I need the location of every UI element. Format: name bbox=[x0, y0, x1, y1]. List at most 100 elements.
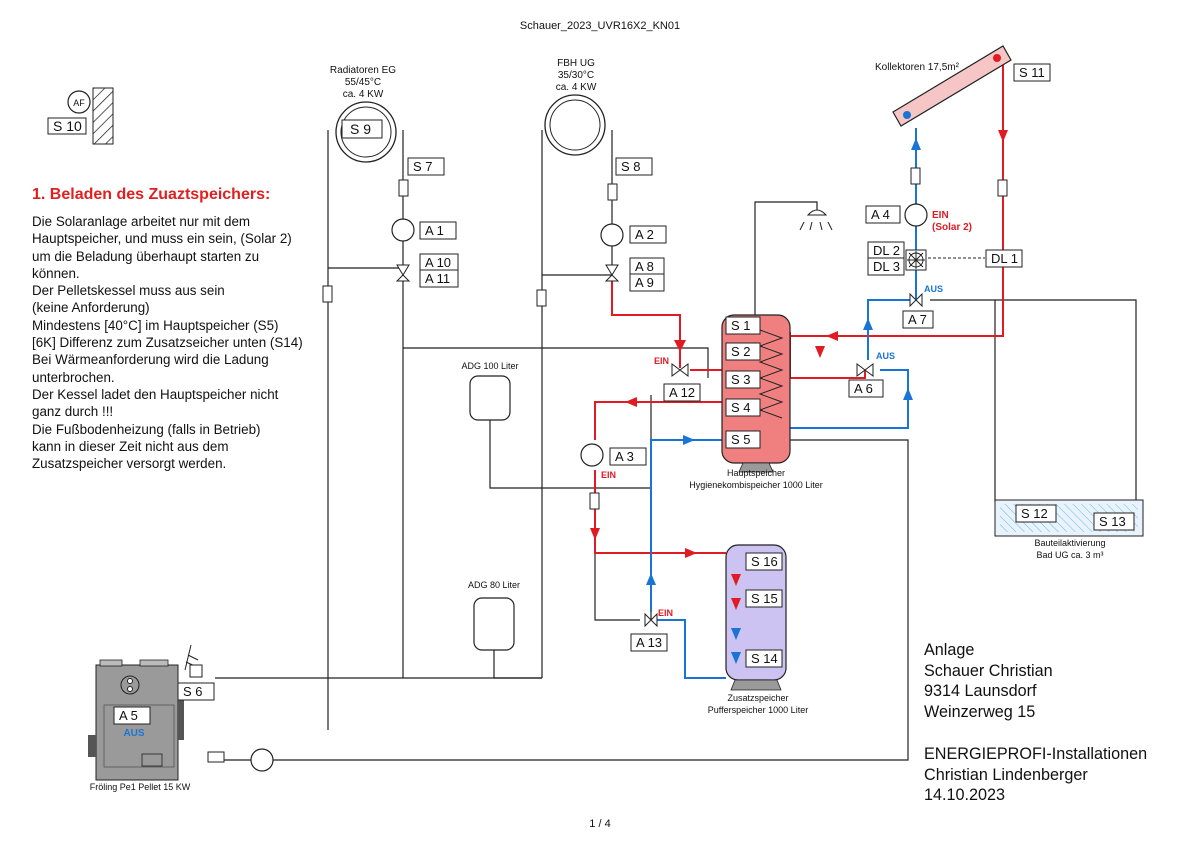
plant-line: Schauer Christian bbox=[924, 661, 1053, 680]
valve-a12 bbox=[663, 383, 701, 402]
info-line: Der Kessel ladet den Hauptspeicher nicht bbox=[32, 386, 279, 402]
valve-a10-text: A 10 bbox=[425, 255, 451, 270]
pump-a4-text: A 4 bbox=[871, 207, 890, 222]
pump-a3 bbox=[609, 447, 647, 466]
flow-arrows-hot bbox=[590, 130, 1008, 558]
sensor-s3-text: S 3 bbox=[731, 372, 751, 387]
info-line: Die Solaranlage arbeitet nur mit dem bbox=[32, 214, 251, 229]
info-line: können. bbox=[32, 265, 80, 281]
sensor-s13 bbox=[1093, 512, 1135, 531]
sensor-s9: S 9 bbox=[350, 121, 371, 137]
sensor-s16-text: S 16 bbox=[751, 554, 778, 569]
installer-line: Christian Lindenberger bbox=[924, 765, 1088, 784]
info-line: Die Fußbodenheizung (falls in Betrieb) bbox=[32, 421, 261, 437]
info-heading: 1. Beladen des Zuaztspeichers: bbox=[32, 186, 271, 203]
sensor-s15-text: S 15 bbox=[751, 591, 778, 606]
diagram-label: Bauteilaktivierung bbox=[1034, 538, 1105, 548]
valve-a11-text: A 11 bbox=[425, 271, 450, 286]
solar-collector bbox=[892, 45, 1012, 127]
sensor-s5-text: S 5 bbox=[731, 432, 751, 447]
info-line: (keine Anforderung) bbox=[32, 300, 150, 316]
plant-line: 9314 Launsdorf bbox=[924, 682, 1037, 700]
sensor-s15 bbox=[745, 589, 783, 608]
a13-state: EIN bbox=[658, 608, 673, 618]
plant-line: Anlage bbox=[924, 641, 975, 659]
sensor-s5 bbox=[725, 430, 761, 449]
sensor-s4 bbox=[725, 398, 761, 417]
boiler-label: Fröling Pe1 Pellet 15 KW bbox=[90, 782, 191, 792]
diagram-label: 55/45°C bbox=[345, 77, 381, 88]
sensor-s11-text: S 11 bbox=[1019, 65, 1045, 80]
sensor-s8-text: S 8 bbox=[621, 159, 641, 174]
sensor-dl1 bbox=[985, 249, 1023, 268]
expansion-vessels bbox=[469, 375, 515, 651]
outdoor-sensor-symbol: AF bbox=[73, 98, 85, 108]
sensor-s12-text: S 12 bbox=[1021, 506, 1048, 521]
plant-line: Weinzerweg 15 bbox=[924, 702, 1036, 721]
info-line: ganz durch !!! bbox=[32, 404, 114, 420]
sensor-s1 bbox=[725, 316, 761, 335]
sensor-s13-text: S 13 bbox=[1099, 514, 1126, 529]
sensor-s10: S 10 bbox=[53, 118, 82, 134]
a3-state: EIN bbox=[601, 470, 616, 480]
sensor-s7 bbox=[407, 157, 445, 176]
sensor-s6 bbox=[177, 682, 215, 701]
pipes-neutral bbox=[215, 130, 1137, 761]
valve-a6 bbox=[848, 379, 884, 398]
flow-meter bbox=[905, 249, 927, 271]
buffer-tank bbox=[725, 544, 787, 691]
diagram-label: 35/30°C bbox=[558, 70, 594, 81]
sensor-s8 bbox=[615, 157, 653, 176]
sensor-s3 bbox=[725, 370, 761, 389]
sensor-s1-text: S 1 bbox=[731, 318, 751, 333]
info-line: Mindestens [40°C] im Hauptspeicher (S5) bbox=[32, 317, 279, 333]
diagram-label: FBH UG bbox=[557, 58, 595, 69]
sensor-s2 bbox=[725, 342, 761, 361]
installer-line: ENERGIEPROFI-Installationen bbox=[924, 745, 1148, 763]
valve-a13-text: A 13 bbox=[636, 635, 662, 650]
info-line: Zusatzspeicher versorgt werden. bbox=[32, 456, 227, 472]
diagram-label: Radiatoren EG bbox=[330, 65, 396, 76]
valve-a9-text: A 9 bbox=[635, 275, 654, 290]
floor-heating-symbol bbox=[544, 94, 606, 156]
pump-a4 bbox=[865, 205, 901, 224]
info-line: Hauptspeicher, und muss ein sein, (Solar… bbox=[32, 231, 292, 247]
diagram-label: Pufferspeicher 1000 Liter bbox=[708, 705, 808, 715]
outdoor-sensor bbox=[47, 87, 114, 145]
pipes-hot bbox=[594, 58, 1004, 554]
page-number: 1 / 4 bbox=[589, 818, 611, 830]
radiator-symbol bbox=[335, 101, 397, 163]
document-title: Schauer_2023_UVR16X2_KN01 bbox=[519, 20, 681, 32]
sensor-s14-text: S 14 bbox=[751, 651, 778, 666]
a5-state: AUS bbox=[123, 728, 144, 739]
pump-a2-text: A 2 bbox=[635, 227, 654, 242]
valve-a8-text: A 8 bbox=[635, 259, 654, 274]
valve-a13 bbox=[630, 633, 668, 652]
sensor-s7-text: S 7 bbox=[413, 159, 433, 174]
diagram-label: Hauptspeicher bbox=[727, 468, 785, 478]
info-text: Die Solaranlage arbeitet nur mit dem Hau… bbox=[32, 213, 303, 472]
a7-state: AUS bbox=[924, 284, 943, 294]
diagram-label: ADG 100 Liter bbox=[461, 361, 518, 371]
check-valves bbox=[207, 167, 1008, 763]
pump-a1-text: A 1 bbox=[425, 223, 444, 238]
diagram-label: Zusatzspeicher bbox=[727, 693, 788, 703]
diagram-label: Hygienekombispeicher 1000 Liter bbox=[689, 480, 823, 490]
sensor-s16 bbox=[745, 552, 783, 571]
sensor-s6-text: S 6 bbox=[183, 684, 203, 699]
sensor-s14 bbox=[745, 649, 783, 668]
diagram-label: ca. 4 KW bbox=[343, 89, 384, 100]
pump-a2 bbox=[629, 225, 667, 244]
a6-state: AUS bbox=[876, 351, 895, 361]
diagram-label: Bad UG ca. 3 m³ bbox=[1036, 550, 1103, 560]
valve-a7-text: A 7 bbox=[908, 312, 927, 327]
shower-head bbox=[799, 209, 833, 231]
output-a5-text: A 5 bbox=[119, 708, 138, 723]
diagram-label: ADG 80 Liter bbox=[468, 580, 520, 590]
sensor-dl3 bbox=[867, 257, 905, 276]
installer-info: ENERGIEPROFI-Installationen Christian Li… bbox=[924, 744, 1147, 806]
info-line: um die Beladung überhaupt starten zu bbox=[32, 248, 260, 264]
sensor-dl2-text: DL 2 bbox=[873, 243, 900, 258]
info-line: unterbrochen. bbox=[32, 369, 115, 385]
